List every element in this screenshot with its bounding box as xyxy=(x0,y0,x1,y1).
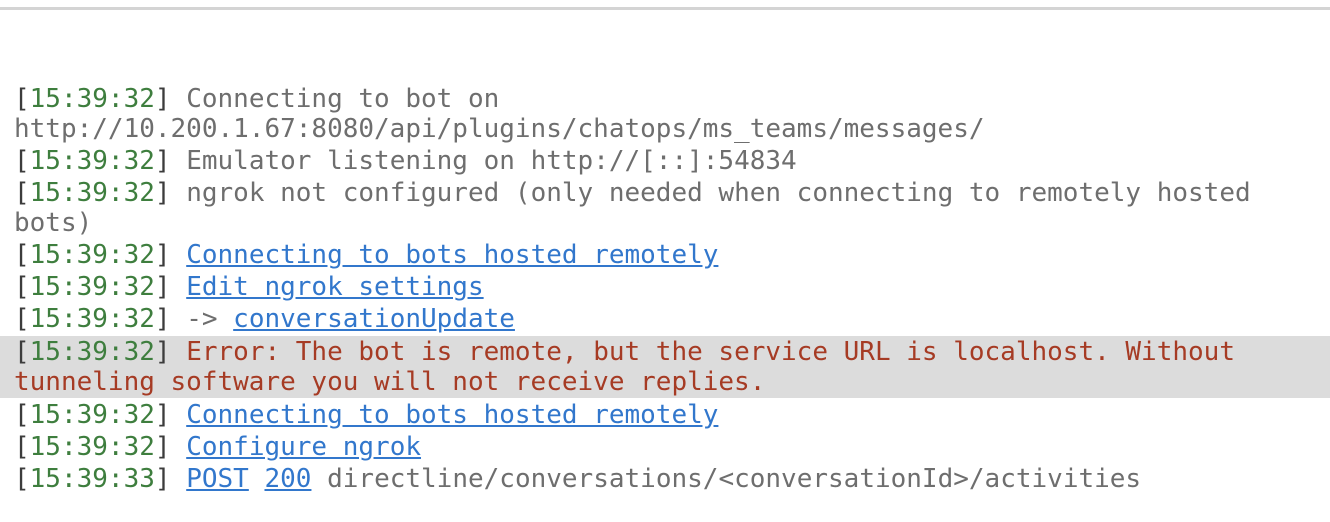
timestamp-open-bracket: [ xyxy=(14,464,30,494)
timestamp: 15:39:32 xyxy=(29,432,155,462)
error-message-text: Error: The bot is remote, but the servic… xyxy=(14,337,1251,397)
timestamp: 15:39:32 xyxy=(29,240,155,270)
timestamp: 15:39:33 xyxy=(29,464,155,494)
timestamp-open-bracket: [ xyxy=(14,146,30,176)
timestamp-close-bracket: ] xyxy=(154,240,187,270)
log-panel: [15:39:32] Connecting to bot on http://1… xyxy=(0,7,1330,522)
link-status-200[interactable]: 200 xyxy=(264,464,312,494)
log-entry: [15:39:32] Connecting to bots hosted rem… xyxy=(14,400,1316,430)
timestamp-open-bracket: [ xyxy=(14,432,30,462)
timestamp-close-bracket: ] xyxy=(154,84,187,114)
log-entry: [15:39:32] -> conversationUpdate xyxy=(14,304,1316,334)
timestamp-open-bracket: [ xyxy=(14,240,30,270)
timestamp-close-bracket: ] xyxy=(154,272,187,302)
timestamp: 15:39:32 xyxy=(29,84,155,114)
link-configure-ngrok[interactable]: Configure ngrok xyxy=(186,432,422,462)
log-entry: [15:39:33] POST 200 directline/conversat… xyxy=(14,464,1316,494)
timestamp-close-bracket: ] xyxy=(154,400,187,430)
log-entry: [15:39:32] Edit ngrok settings xyxy=(14,272,1316,302)
log-message-text: Emulator listening on http://[::]:54834 xyxy=(186,146,797,176)
timestamp-close-bracket: ] xyxy=(154,146,187,176)
timestamp-close-bracket: ] xyxy=(154,432,187,462)
link-edit-ngrok-settings[interactable]: Edit ngrok settings xyxy=(186,272,484,302)
log-message-text xyxy=(249,464,265,494)
link-post-method[interactable]: POST xyxy=(186,464,249,494)
log-entry-error: [15:39:32] Error: The bot is remote, but… xyxy=(0,336,1330,398)
log-entry: [15:39:32] Connecting to bot on http://1… xyxy=(14,84,1316,144)
log-message-text: Connecting to bot on http://10.200.1.67:… xyxy=(14,84,985,144)
timestamp: 15:39:32 xyxy=(29,337,155,367)
timestamp-open-bracket: [ xyxy=(14,84,30,114)
timestamp: 15:39:32 xyxy=(29,178,155,208)
log-message-text: -> xyxy=(186,304,234,334)
link-connecting-to-bots-hosted-remotely[interactable]: Connecting to bots hosted remotely xyxy=(186,400,719,430)
timestamp-close-bracket: ] xyxy=(154,304,187,334)
timestamp-close-bracket: ] xyxy=(154,337,187,367)
link-connecting-to-bots-hosted-remotely[interactable]: Connecting to bots hosted remotely xyxy=(186,240,719,270)
timestamp-open-bracket: [ xyxy=(14,272,30,302)
timestamp: 15:39:32 xyxy=(29,400,155,430)
log-entry: [15:39:32] Connecting to bots hosted rem… xyxy=(14,240,1316,270)
log-entry: [15:39:32] ngrok not configured (only ne… xyxy=(14,178,1316,238)
timestamp: 15:39:32 xyxy=(29,146,155,176)
timestamp: 15:39:32 xyxy=(29,304,155,334)
log-entry: [15:39:32] Emulator listening on http://… xyxy=(14,146,1316,176)
log-entries: [15:39:32] Connecting to bot on http://1… xyxy=(0,10,1330,494)
timestamp-open-bracket: [ xyxy=(14,178,30,208)
timestamp-close-bracket: ] xyxy=(154,464,187,494)
log-message-text: ngrok not configured (only needed when c… xyxy=(14,178,1267,238)
timestamp-open-bracket: [ xyxy=(14,400,30,430)
timestamp: 15:39:32 xyxy=(29,272,155,302)
link-conversation-update[interactable]: conversationUpdate xyxy=(233,304,515,334)
timestamp-open-bracket: [ xyxy=(14,304,30,334)
log-entry: [15:39:32] Configure ngrok xyxy=(14,432,1316,462)
timestamp-close-bracket: ] xyxy=(154,178,187,208)
log-message-text: directline/conversations/<conversationId… xyxy=(311,464,1142,494)
timestamp-open-bracket: [ xyxy=(14,337,30,367)
